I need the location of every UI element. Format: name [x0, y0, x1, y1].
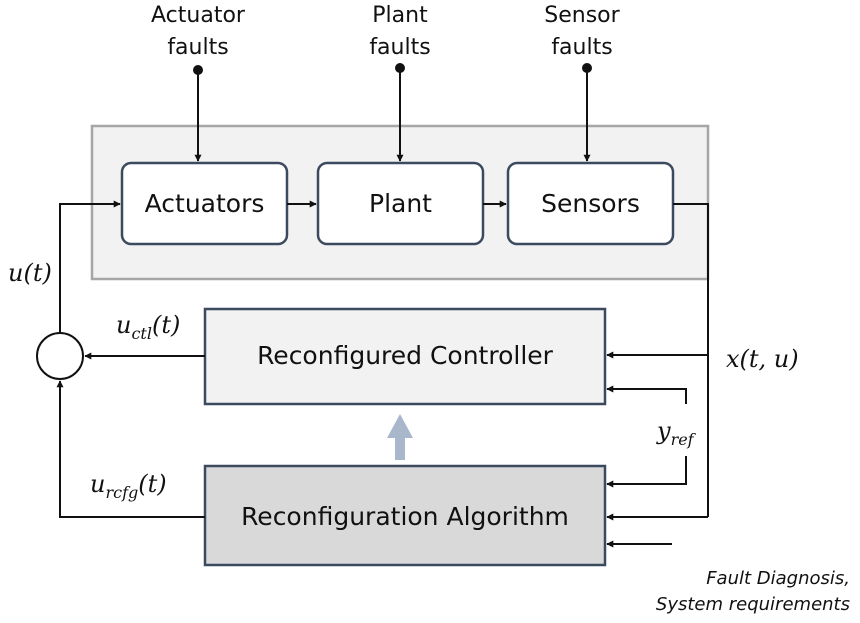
- algorithm-output-base: u: [90, 470, 106, 498]
- plant-label: Plant: [369, 189, 432, 218]
- yref-to-algorithm-arrow: [606, 456, 687, 488]
- reconfigured-controller-label: Reconfigured Controller: [257, 341, 553, 370]
- algorithm-output-arrow: [56, 380, 205, 518]
- actuator-faults-label: Actuator faults: [98, 0, 298, 64]
- controller-output-arg: (t): [151, 311, 181, 339]
- actuators-label: Actuators: [144, 189, 265, 218]
- reconfiguration-algorithm-label: Reconfiguration Algorithm: [241, 502, 569, 531]
- state-feedback-line: [673, 203, 709, 517]
- fault-diagnosis-line1: Fault Diagnosis,: [706, 568, 850, 589]
- reconfigured-controller-block: [203, 307, 607, 406]
- algorithm-output-label: urcfg(t): [90, 470, 167, 502]
- fault-diagnosis-note: Fault Diagnosis, System requirements: [630, 566, 850, 618]
- actuator-faults-line2: faults: [167, 35, 229, 60]
- state-signal-label: x(t, u): [726, 345, 799, 373]
- sensor-faults-line2: faults: [551, 35, 613, 60]
- controller-output-base: u: [116, 311, 132, 339]
- control-input-label: u(t): [8, 259, 52, 287]
- fault-diagnosis-line2: System requirements: [655, 594, 850, 615]
- sensors-label: Sensors: [541, 189, 640, 218]
- yref-to-controller-arrow: [606, 385, 687, 404]
- reconfiguration-up-arrow: [387, 414, 413, 460]
- reconfiguration-algorithm-block: [203, 464, 607, 567]
- plant-faults-label: Plant faults: [300, 0, 500, 64]
- sensor-faults-label: Sensor faults: [482, 0, 682, 64]
- reference-signal-sub: ref: [670, 430, 694, 449]
- algorithm-output-sub: rcfg: [105, 483, 139, 502]
- actuator-faults-line1: Actuator: [151, 3, 245, 28]
- control-input-arrow: [59, 200, 121, 333]
- reference-signal-label: yref: [657, 417, 694, 449]
- controller-output-label: uctl(t): [116, 311, 180, 343]
- plant-faults-line1: Plant: [372, 3, 428, 28]
- sensor-faults-line1: Sensor: [544, 3, 620, 28]
- controller-output-sub: ctl: [131, 324, 152, 343]
- plant-faults-line2: faults: [369, 35, 431, 60]
- reference-signal-base: y: [657, 417, 671, 445]
- summing-junction: [36, 332, 84, 380]
- algorithm-output-arg: (t): [138, 470, 167, 498]
